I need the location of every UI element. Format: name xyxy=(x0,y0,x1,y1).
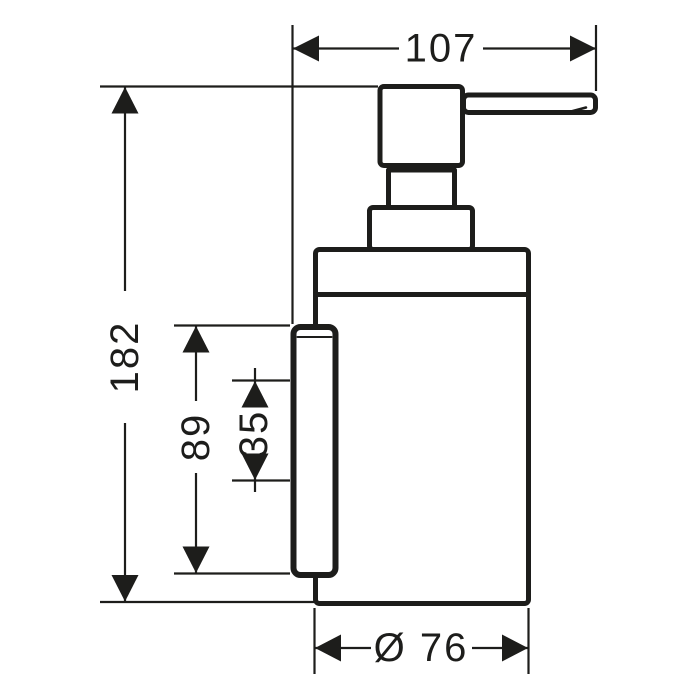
pump-neck xyxy=(386,167,457,213)
dimension-overall-height: 182 xyxy=(100,85,378,604)
arrow-up-icon xyxy=(111,87,139,114)
soap-dispenser-outline xyxy=(290,84,598,606)
dimension-label-182: 182 xyxy=(103,321,147,394)
arrow-down-icon xyxy=(241,453,269,480)
dimension-body-diameter: Ø 76 xyxy=(313,608,530,674)
arrow-left-icon xyxy=(293,35,319,62)
dimension-holder-height: 89 xyxy=(174,324,290,575)
pump-head xyxy=(377,84,465,168)
pump-spout-tip-line xyxy=(569,106,588,113)
arrow-right-icon xyxy=(570,35,596,62)
arrow-up-icon xyxy=(182,326,210,353)
wall-holder xyxy=(290,324,339,578)
arrow-up-icon xyxy=(241,381,269,408)
dispenser-body xyxy=(313,247,531,606)
dimension-holder-detail: 35 xyxy=(232,368,290,492)
dimension-label-107: 107 xyxy=(405,27,478,71)
arrow-down-icon xyxy=(111,575,139,602)
dimension-label-35: 35 xyxy=(232,410,276,459)
pump-collar xyxy=(367,205,475,252)
dimension-label-89: 89 xyxy=(174,413,218,462)
dimension-label-diameter-76: Ø 76 xyxy=(374,626,469,670)
dimension-spout-reach: 107 xyxy=(291,25,598,324)
arrow-left-icon xyxy=(315,634,341,662)
arrow-down-icon xyxy=(182,546,210,573)
arrow-right-icon xyxy=(502,634,528,662)
